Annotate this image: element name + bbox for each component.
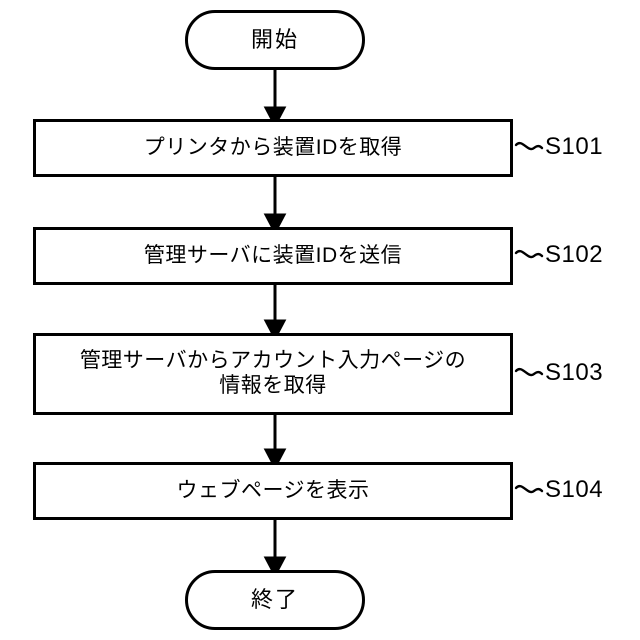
step-ref-s101: S101 <box>545 133 604 160</box>
node-end[interactable]: 終了 <box>185 570 365 630</box>
leader-tilde-s101 <box>514 142 544 151</box>
step-ref-s102: S102 <box>545 241 604 268</box>
node-s104[interactable]: ウェブページを表示 <box>33 462 513 520</box>
node-s101[interactable]: プリンタから装置IDを取得 <box>33 119 513 177</box>
node-s104-label: ウェブページを表示 <box>176 478 370 502</box>
node-start-label: 開始 <box>250 27 299 53</box>
step-ref-s103: S103 <box>545 359 604 386</box>
leader-tilde-s104 <box>514 485 544 494</box>
leader-tilde-s103 <box>514 368 544 377</box>
node-s103[interactable]: 管理サーバからアカウント入力ページの 情報を取得 <box>33 333 513 415</box>
node-s102-label: 管理サーバに装置IDを送信 <box>143 243 403 267</box>
step-ref-s104: S104 <box>545 476 604 503</box>
node-end-label: 終了 <box>250 587 299 613</box>
node-s103-label: 管理サーバからアカウント入力ページの 情報を取得 <box>79 349 467 397</box>
node-s102[interactable]: 管理サーバに装置IDを送信 <box>33 227 513 285</box>
node-s101-label: プリンタから装置IDを取得 <box>143 135 403 159</box>
node-start[interactable]: 開始 <box>185 10 365 70</box>
leader-tilde-s102 <box>514 250 544 259</box>
